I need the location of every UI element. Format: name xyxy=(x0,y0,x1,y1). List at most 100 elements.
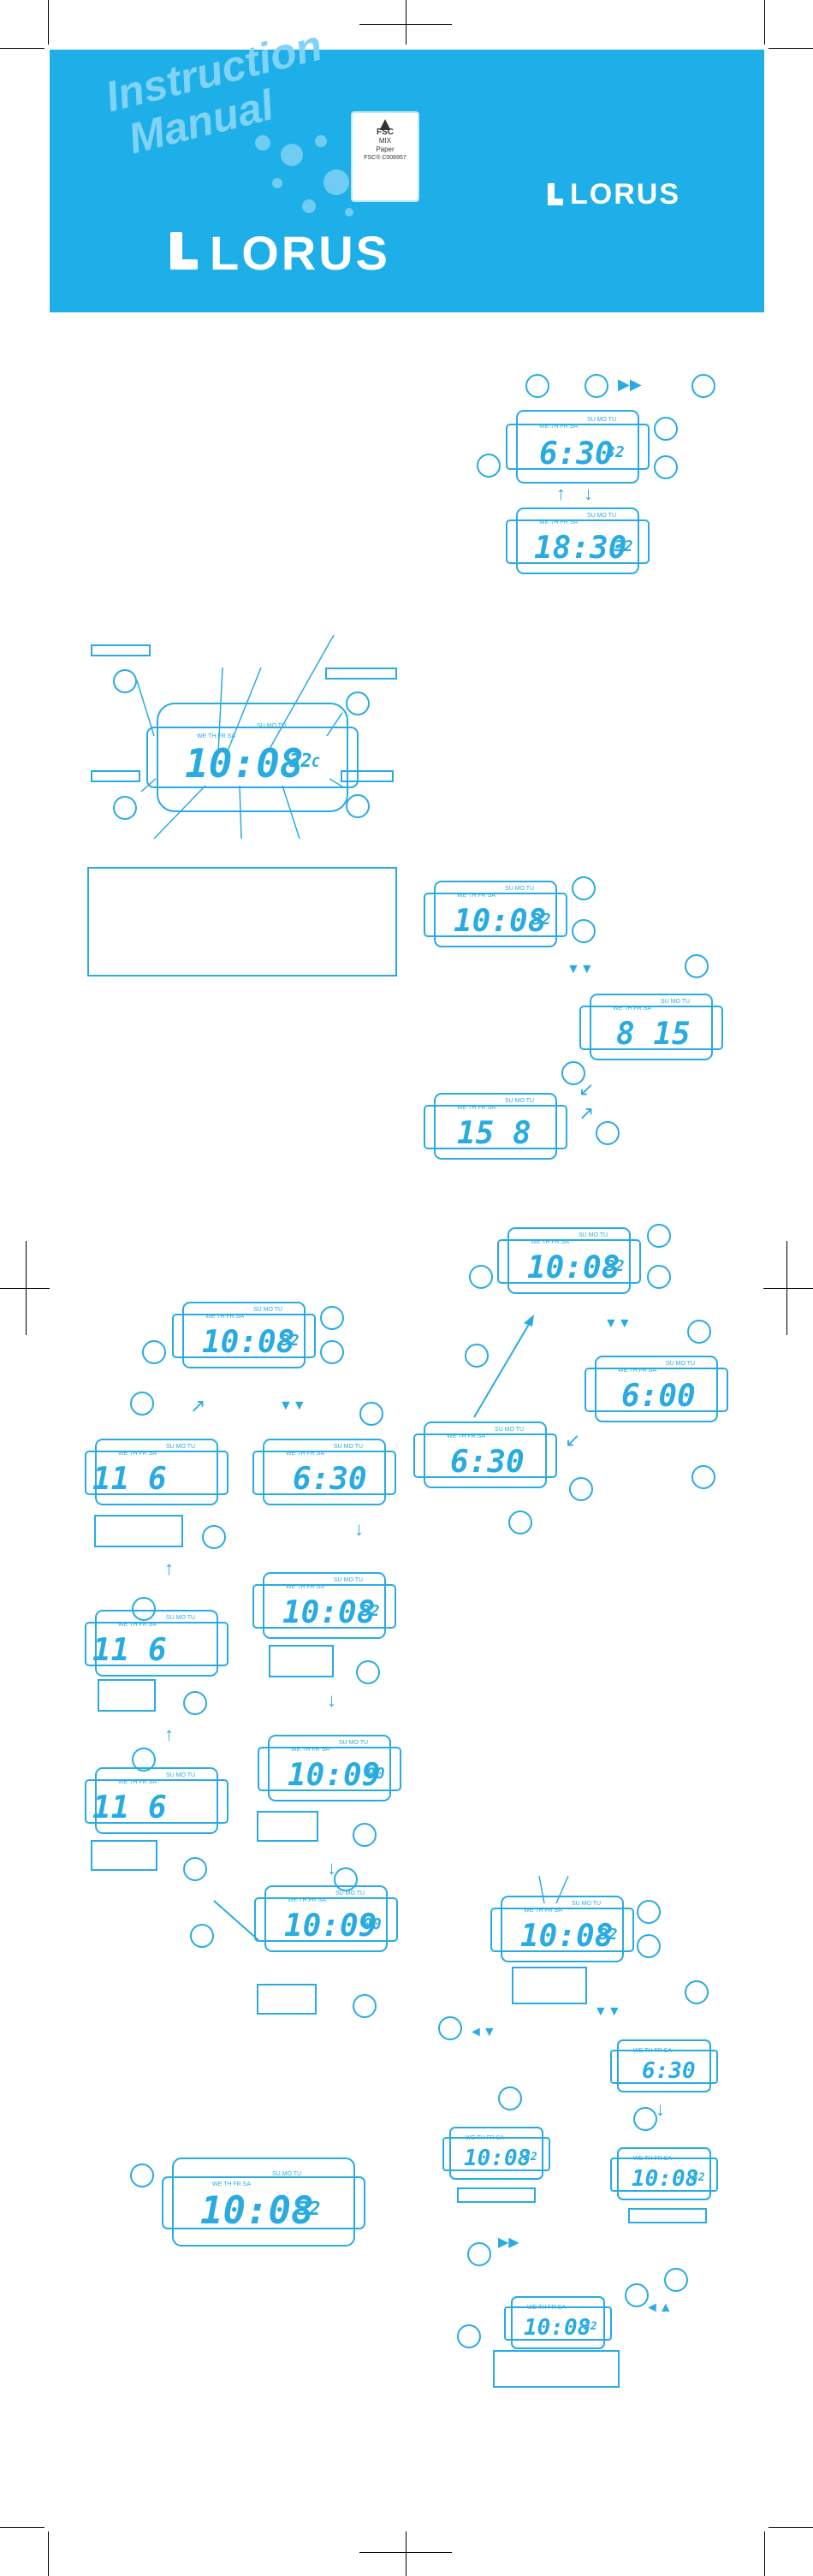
svg-text:WE TH FR SA: WE TH FR SA xyxy=(118,1622,157,1628)
svg-text:WE TH FR SA: WE TH FR SA xyxy=(197,733,235,739)
svg-text:6:30: 6:30 xyxy=(450,1445,525,1480)
lcd-display: WE TH FR SA SU MO TU 15 8 xyxy=(423,1092,568,1160)
svg-text:WE TH FR SA: WE TH FR SA xyxy=(613,1006,651,1012)
svg-text:WE TH FR SA: WE TH FR SA xyxy=(457,1105,496,1111)
button-marker xyxy=(647,1265,671,1289)
fast-forward-icon: ◄▼ xyxy=(469,2025,496,2039)
button-marker xyxy=(647,1224,671,1248)
crop-mark xyxy=(48,2531,49,2576)
lcd-display-large: SU MO TU WE TH FR SA 10:08 32 xyxy=(161,2157,366,2247)
svg-text:SU MO TU: SU MO TU xyxy=(505,1098,534,1104)
button-marker xyxy=(572,876,596,900)
button-marker xyxy=(320,1306,344,1330)
lorus-mark-icon xyxy=(170,231,198,270)
arrow-down-icon: ↓ xyxy=(354,1518,364,1540)
label-box xyxy=(91,770,140,782)
lcd-display: WE TH FR SA SU MO TU 11 6 xyxy=(84,1438,229,1506)
button-marker xyxy=(457,2324,481,2348)
svg-text:SU MO TU: SU MO TU xyxy=(253,1307,282,1313)
text-box xyxy=(512,1967,587,2004)
lcd-display: WE TH FR SA SU MO TU 6:00 xyxy=(584,1355,729,1423)
svg-text:10:08: 10:08 xyxy=(527,1250,620,1285)
text-box xyxy=(98,1679,156,1712)
svg-text:SU MO TU: SU MO TU xyxy=(505,886,534,892)
svg-text:00: 00 xyxy=(363,1915,382,1933)
svg-text:SU MO TU: SU MO TU xyxy=(495,1427,524,1433)
svg-text:SU MO TU: SU MO TU xyxy=(587,513,616,519)
arrow-left-icon: ↙ xyxy=(579,1078,595,1100)
svg-text:32: 32 xyxy=(280,1332,300,1350)
svg-text:6:30: 6:30 xyxy=(539,436,614,472)
svg-text:SU MO TU: SU MO TU xyxy=(166,1615,195,1621)
button-marker xyxy=(130,1392,154,1416)
svg-text:18:30: 18:30 xyxy=(534,531,626,566)
svg-text:SU MO TU: SU MO TU xyxy=(334,1577,363,1583)
svg-text:WE TH FR SA: WE TH FR SA xyxy=(457,893,496,899)
svg-text:WE TH FR SA: WE TH FR SA xyxy=(539,424,578,430)
crop-mark xyxy=(768,48,813,49)
svg-text:11 6: 11 6 xyxy=(92,1462,167,1497)
lcd-display: WE TH FR SA SU MO TU 10:08 32 xyxy=(423,880,568,948)
lcd-display-small: WE TH FR SA 6:30 xyxy=(609,2039,719,2093)
lcd-display: WE TH FR SA SU MO TU 10:09 00 xyxy=(253,1885,399,1953)
svg-text:SU MO TU: SU MO TU xyxy=(661,999,690,1005)
arrow-up-icon: ↑ xyxy=(556,483,566,504)
lcd-display: WE TH FR SA SU MO TU 8 15 xyxy=(579,993,724,1061)
svg-text:32: 32 xyxy=(360,1602,380,1620)
button-marker xyxy=(353,1994,377,2018)
button-marker xyxy=(353,1823,377,1847)
lcd-display-small: WE TH FR SA 10:08 32 xyxy=(442,2126,551,2181)
arrow-down-icon: ↓ xyxy=(584,483,593,504)
button-marker xyxy=(183,1691,207,1715)
text-box xyxy=(493,2350,620,2388)
svg-text:32: 32 xyxy=(614,537,633,555)
button-marker xyxy=(467,2242,491,2266)
button-marker xyxy=(320,1340,344,1364)
lcd-display-small: WE TH FR SA 10:08 32 xyxy=(503,2295,613,2350)
label-box xyxy=(325,668,397,680)
fast-forward-icon: ▼▼ xyxy=(279,1398,306,1413)
svg-text:00: 00 xyxy=(366,1765,385,1783)
svg-text:32: 32 xyxy=(583,2320,597,2333)
fast-forward-icon: ◄▲ xyxy=(645,2300,673,2315)
button-marker xyxy=(685,954,709,978)
lcd-display: WE TH FR SA SU MO TU 10:08 32 xyxy=(252,1571,397,1640)
lcd-display: WE TH FR SA SU MO TU 6:30 xyxy=(412,1421,558,1489)
lcd-display: WE TH FR SA SU MO TU 10:08 32 xyxy=(490,1895,635,1963)
button-marker xyxy=(346,794,370,818)
lcd-display-small: WE TH FR SA 10:08 32 xyxy=(609,2146,719,2201)
button-marker xyxy=(625,2283,649,2307)
text-box xyxy=(269,1645,334,1677)
button-marker xyxy=(334,1867,358,1891)
button-marker xyxy=(498,2086,522,2110)
crop-mark xyxy=(359,2552,452,2553)
arrow-down-icon: ↓ xyxy=(327,1689,336,1711)
svg-text:32: 32 xyxy=(691,2171,705,2184)
svg-text:32: 32 xyxy=(531,911,551,929)
crop-mark xyxy=(768,2527,813,2528)
fsc-label: ▲ FSC MIX Paper FSC® C008957 xyxy=(351,111,419,202)
label-box xyxy=(91,644,151,656)
text-box xyxy=(628,2208,707,2223)
svg-text:10:08: 10:08 xyxy=(200,2189,313,2233)
arrow-down-icon: ↓ xyxy=(656,2098,665,2120)
lcd-display: WE TH FR SA SU MO TU 18:30 32 xyxy=(505,507,650,575)
button-marker xyxy=(356,1660,380,1684)
button-marker xyxy=(691,1465,715,1489)
svg-text:SU MO TU: SU MO TU xyxy=(334,1444,363,1450)
svg-text:8 15: 8 15 xyxy=(616,1017,691,1052)
button-marker xyxy=(113,669,137,693)
brand-logo-small: LORUS xyxy=(544,178,680,211)
button-marker xyxy=(183,1857,207,1881)
fast-forward-icon: ▼▼ xyxy=(604,1316,632,1331)
lorus-mark-icon xyxy=(548,182,563,205)
button-marker xyxy=(142,1340,166,1364)
lcd-display: WE TH FR SA SU MO TU 10:08 32 xyxy=(171,1301,317,1369)
fast-forward-icon: ▶▶ xyxy=(618,376,642,393)
button-marker xyxy=(359,1402,383,1426)
svg-text:10:09: 10:09 xyxy=(288,1758,380,1793)
svg-text:SU MO TU: SU MO TU xyxy=(335,1890,365,1896)
arrow-right-icon: ↗ xyxy=(579,1102,595,1124)
crop-mark xyxy=(764,0,765,45)
button-marker xyxy=(654,455,678,479)
